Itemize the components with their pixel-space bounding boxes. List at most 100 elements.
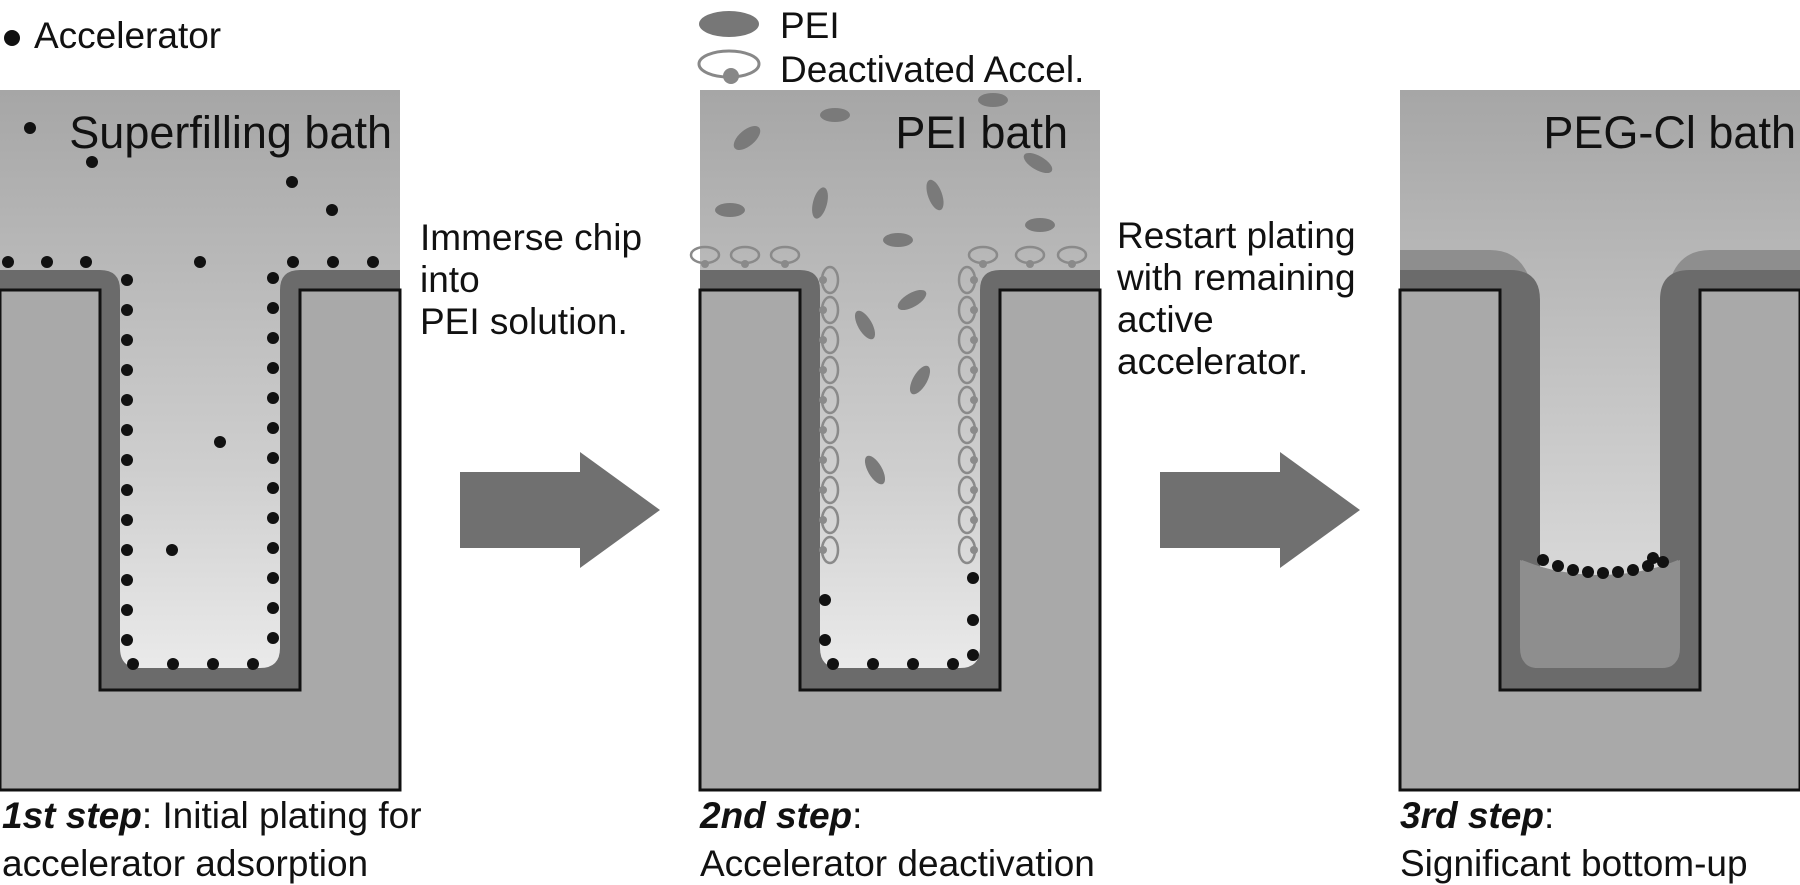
deactivated-accelerator-core [741,260,749,268]
accelerator-dot [267,332,279,344]
step-label: 1st step [2,795,142,836]
transition-line: Immerse chip [420,217,642,258]
accelerator-dot [287,256,299,268]
accelerator-dot [121,634,133,646]
substrate [0,288,402,792]
pei-molecule [926,179,944,211]
accelerator-dot [819,634,831,646]
deactivated-accelerator-core [819,336,827,344]
deactivated-accelerator-core [970,366,978,374]
deactivated-accelerator-core [819,426,827,434]
deactivated-accelerator-core [970,546,978,554]
accelerator-dots [1537,552,1669,579]
accelerator-legend-dot [4,30,20,46]
process-arrow-2 [1160,452,1360,568]
deactivated-accelerator-legend-symbol [697,49,761,84]
caption-line-2: accelerator adsorption [2,843,368,884]
accelerator-dot [267,632,279,644]
accelerator-dot [121,334,133,346]
accelerator-dot [267,482,279,494]
pei-molecules [715,93,1055,485]
accelerator-dot [127,658,139,670]
svg-text:2nd step:: 2nd step: [699,795,862,836]
transition-line: accelerator. [1117,341,1308,382]
accelerator-dot [267,452,279,464]
accelerator-dot [1612,566,1624,578]
accelerator-dot [2,256,14,268]
pei-legend-symbol [699,11,759,37]
transition-line: active [1117,299,1214,340]
deactivated-accelerator-core [970,336,978,344]
transition-text-1: Immerse chip into PEI solution. [420,217,642,342]
panel-step-1: Superfilling bath [0,90,402,792]
transition-line: PEI solution. [420,301,628,342]
deactivated-accelerator-core [819,516,827,524]
deactivated-accelerator-core [781,260,789,268]
deactivated-accelerator-core [970,426,978,434]
pei-molecule [715,203,745,217]
accelerator-dot [121,484,133,496]
accelerator-dot [121,544,133,556]
accelerator-dot [1627,564,1639,576]
accelerator-dot [121,574,133,586]
pei-molecule [820,108,850,122]
deactivated-accelerator-core [970,306,978,314]
bath-label: Superfilling bath [69,107,392,158]
panel-step-2: PEI bath [689,90,1102,792]
accelerator-dot [121,424,133,436]
accelerator-dot [267,572,279,584]
deactivated-accelerator-core [979,260,987,268]
accelerator-dot [867,658,879,670]
accelerator-dot [194,256,206,268]
accelerator-dot [41,256,53,268]
accelerator-dot [1582,566,1594,578]
caption-text: : [1544,795,1554,836]
deactivated-accelerator-core [1026,260,1034,268]
pei-molecule [733,126,761,150]
pei-molecule [812,187,828,219]
svg-text:1st step: Initial plating for: 1st step: Initial plating for [2,795,422,836]
deactivated-accelerator-core [819,306,827,314]
step-label: 2nd step [699,795,852,836]
legend: Accelerator PEI Deactivated Accel. [4,5,1084,90]
accelerator-dot [121,364,133,376]
accelerator-dot [121,604,133,616]
accelerator-dot [1567,564,1579,576]
accelerator-dot [121,274,133,286]
plated-fill-core [1522,560,1678,668]
bath-label: PEG-Cl bath [1543,107,1796,158]
deactivated-accelerator-core [970,276,978,284]
pei-molecule [978,93,1008,107]
accelerator-dot [267,602,279,614]
accelerator-dot [267,542,279,554]
pei-molecule [897,289,927,311]
legend-deactivated-label: Deactivated Accel. [780,49,1084,90]
accelerator-dot [121,454,133,466]
caption-step-3: 3rd step: Significant bottom-up [1400,795,1748,884]
accelerator-dot [286,176,298,188]
pei-molecule [1023,152,1053,174]
pei-molecule [854,310,876,340]
accelerator-dot [367,256,379,268]
transition-line: into [420,259,480,300]
accelerator-dot [967,572,979,584]
accelerator-dot [1597,567,1609,579]
accelerator-dot [1552,560,1564,572]
deactivated-accelerator-core [1068,260,1076,268]
bath-label: PEI bath [895,107,1068,158]
accelerator-dot [166,544,178,556]
deactivated-accelerator-core [970,486,978,494]
deactivated-accelerators [689,245,1088,565]
deactivated-accelerator-core [970,396,978,404]
caption-line-2: Accelerator deactivation [700,843,1095,884]
svg-text:3rd step:: 3rd step: [1400,795,1554,836]
accelerator-dot [267,392,279,404]
deactivated-accelerator-core [970,516,978,524]
accelerator-dot [207,658,219,670]
accelerator-dot [121,394,133,406]
caption-line-2: Significant bottom-up [1400,843,1748,884]
deactivated-accelerator-core [819,276,827,284]
accelerator-dot [1537,554,1549,566]
deactivated-accelerator-core [819,396,827,404]
